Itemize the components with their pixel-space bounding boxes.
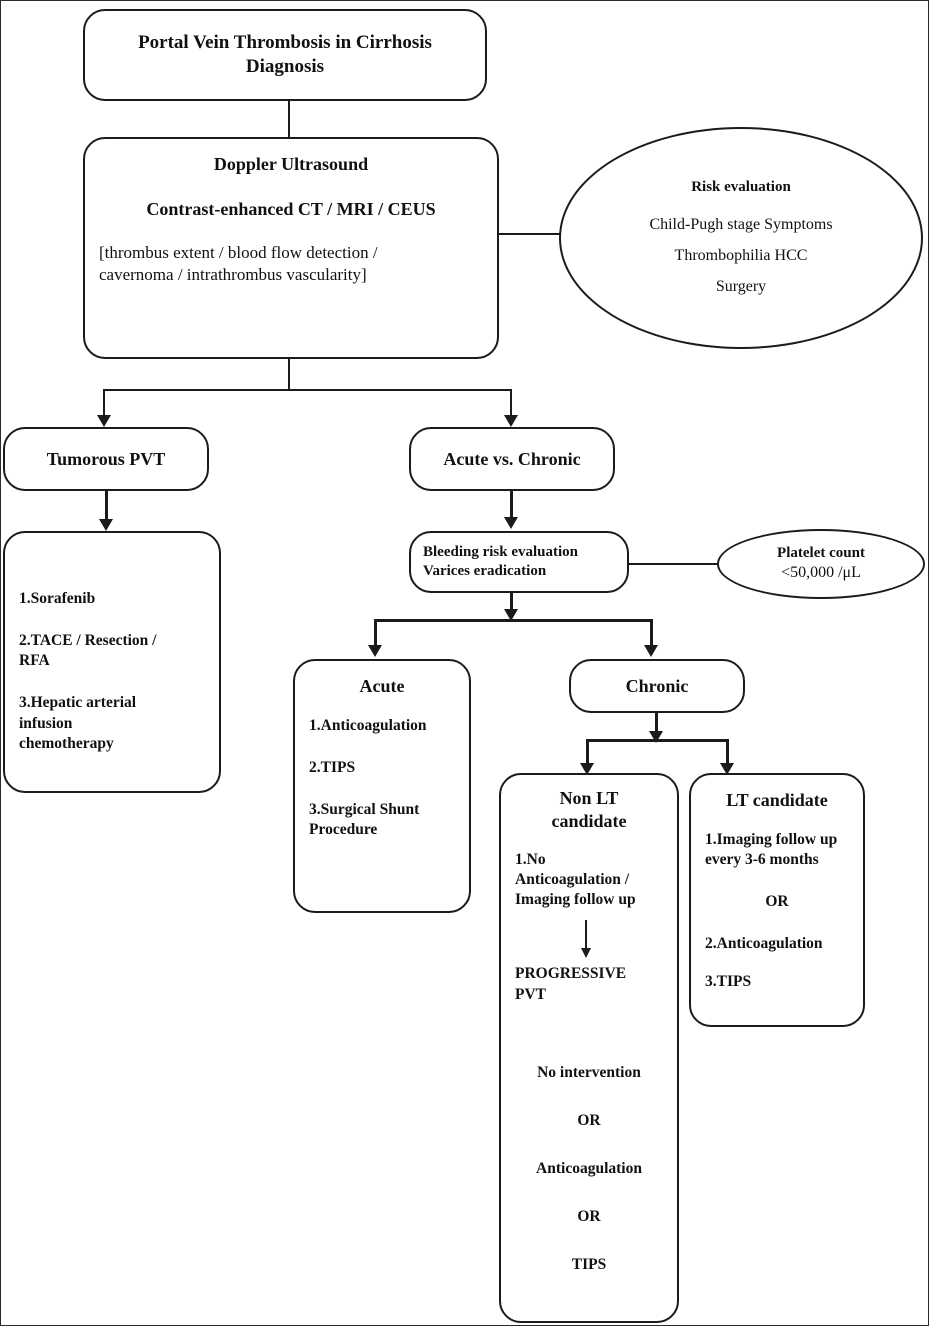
tumorous-pvt-label: Tumorous PVT bbox=[46, 448, 166, 469]
lt-title: LT candidate bbox=[726, 790, 828, 810]
arrow-to-non-lt-candidate bbox=[580, 763, 594, 775]
node-acute: Acute 1.Anticoagulation 2.TIPS 3.Surgica… bbox=[293, 659, 471, 913]
non-lt-option-4: OR bbox=[577, 1208, 601, 1226]
connector-chronic-split-bar bbox=[586, 739, 729, 742]
non-lt-item1-line2: Anticoagulation / bbox=[515, 871, 630, 889]
chronic-label: Chronic bbox=[625, 675, 689, 696]
non-lt-progressive-line1: PROGRESSIVE bbox=[515, 965, 627, 983]
connector-avc-to-bleeding bbox=[510, 491, 513, 519]
bleeding-risk-line1: Bleeding risk evaluation bbox=[423, 544, 579, 561]
non-lt-option-3: Anticoagulation bbox=[536, 1159, 642, 1177]
connector-chronic-split-stem bbox=[655, 713, 658, 735]
lt-item1-line2: every 3-6 months bbox=[705, 850, 819, 868]
node-root-diagnosis: Portal Vein Thrombosis in Cirrhosis Diag… bbox=[83, 9, 487, 101]
connector-imaging-split-bar bbox=[103, 389, 512, 391]
tumorous-item-3: 3.Hepatic arterial bbox=[19, 694, 137, 712]
connector-tumorous-to-treatments bbox=[105, 491, 108, 521]
node-acute-vs-chronic: Acute vs. Chronic bbox=[409, 427, 615, 491]
tumorous-item-1: 1.Sorafenib bbox=[19, 590, 96, 607]
non-lt-item1-line3: Imaging follow up bbox=[515, 891, 636, 909]
arrow-to-chronic bbox=[644, 645, 658, 657]
tumorous-item-2: 2.TACE / Resection / bbox=[19, 632, 157, 650]
risk-line2: Thrombophilia HCC bbox=[674, 246, 808, 264]
connector-bleeding-to-platelet bbox=[629, 563, 719, 565]
acute-title: Acute bbox=[359, 676, 405, 696]
non-lt-option-5: TIPS bbox=[571, 1256, 607, 1274]
node-imaging-modalities: Doppler Ultrasound Contrast-enhanced CT … bbox=[83, 137, 499, 359]
node-tumorous-treatments: 1.Sorafenib 2.TACE / Resection / RFA 3.H… bbox=[3, 531, 221, 793]
node-chronic: Chronic bbox=[569, 659, 745, 713]
acute-item-1: 1.Anticoagulation bbox=[309, 716, 427, 734]
arrow-to-acute bbox=[368, 645, 382, 657]
root-title-line1: Portal Vein Thrombosis in Cirrhosis bbox=[138, 32, 432, 54]
arrow-to-bleeding-risk bbox=[504, 517, 518, 529]
acute-item-3-cont: Procedure bbox=[309, 820, 378, 838]
connector-bleeding-split-bar bbox=[374, 619, 653, 622]
node-risk-evaluation: Risk evaluation Child-Pugh stage Symptom… bbox=[559, 127, 923, 349]
connector-acute-drop bbox=[374, 619, 377, 647]
non-lt-title-line2: candidate bbox=[551, 810, 627, 831]
imaging-line1: Doppler Ultrasound bbox=[213, 154, 369, 174]
connector-bleeding-split-stem bbox=[510, 593, 513, 613]
connector-chronic-drop bbox=[650, 619, 653, 647]
down-arrow-icon bbox=[581, 948, 591, 959]
node-platelet-count: Platelet count <50,000 /μL bbox=[717, 529, 925, 599]
bleeding-risk-line2: Varices eradication bbox=[423, 563, 547, 579]
platelet-title: Platelet count bbox=[777, 545, 865, 562]
connector-split-left-drop bbox=[103, 389, 105, 417]
platelet-value: <50,000 /μL bbox=[781, 563, 861, 581]
non-lt-title-line1: Non LT bbox=[559, 788, 619, 808]
arrow-to-tumorous-pvt bbox=[97, 415, 111, 427]
lt-or: OR bbox=[765, 892, 789, 910]
imaging-line2: Contrast-enhanced CT / MRI / CEUS bbox=[146, 198, 436, 219]
connector-imaging-to-risk bbox=[499, 233, 561, 235]
connector-imaging-split-stem bbox=[288, 359, 290, 391]
tumorous-item-2-cont: RFA bbox=[19, 652, 50, 670]
arrow-to-lt-candidate bbox=[720, 763, 734, 775]
risk-line3: Surgery bbox=[715, 277, 767, 295]
lt-item3: 3.TIPS bbox=[705, 973, 752, 991]
node-bleeding-risk: Bleeding risk evaluation Varices eradica… bbox=[409, 531, 629, 593]
non-lt-progressive-line2: PVT bbox=[515, 985, 546, 1003]
non-lt-item1-line1: 1.No bbox=[515, 851, 546, 868]
lt-item1-line1: 1.Imaging follow up bbox=[705, 830, 838, 848]
risk-line1: Child-Pugh stage Symptoms bbox=[649, 216, 833, 234]
risk-title: Risk evaluation bbox=[691, 179, 791, 196]
arrow-to-acute-vs-chronic bbox=[504, 415, 518, 427]
node-non-lt-candidate: Non LT candidate 1.No Anticoagulation / … bbox=[499, 773, 679, 1323]
non-lt-option-2: OR bbox=[577, 1111, 601, 1129]
connector-nonlt-drop bbox=[586, 739, 589, 765]
arrow-to-tumorous-treatments bbox=[99, 519, 113, 531]
acute-vs-chronic-label: Acute vs. Chronic bbox=[443, 448, 581, 469]
node-lt-candidate: LT candidate 1.Imaging follow up every 3… bbox=[689, 773, 865, 1027]
acute-item-2: 2.TIPS bbox=[309, 758, 356, 776]
root-title-line2: Diagnosis bbox=[245, 56, 325, 77]
non-lt-progression-arrow-wrap bbox=[501, 918, 677, 964]
connector-split-right-drop bbox=[510, 389, 512, 417]
arrow-bleeding-split-center bbox=[504, 609, 518, 621]
tumorous-item-3-cont1: infusion bbox=[19, 714, 73, 732]
node-tumorous-pvt: Tumorous PVT bbox=[3, 427, 209, 491]
acute-item-3: 3.Surgical Shunt bbox=[309, 800, 420, 818]
imaging-line4: cavernoma / intrathrombus vascularity] bbox=[99, 265, 367, 285]
imaging-line3: [thrombus extent / blood flow detection … bbox=[99, 243, 378, 262]
lt-item2: 2.Anticoagulation bbox=[705, 934, 823, 952]
connector-lt-drop bbox=[726, 739, 729, 765]
non-lt-option-1: No intervention bbox=[537, 1063, 641, 1081]
connector-root-to-imaging bbox=[288, 101, 290, 137]
down-arrow-icon-shaft bbox=[585, 920, 587, 951]
tumorous-item-3-cont2: chemotherapy bbox=[19, 734, 114, 752]
